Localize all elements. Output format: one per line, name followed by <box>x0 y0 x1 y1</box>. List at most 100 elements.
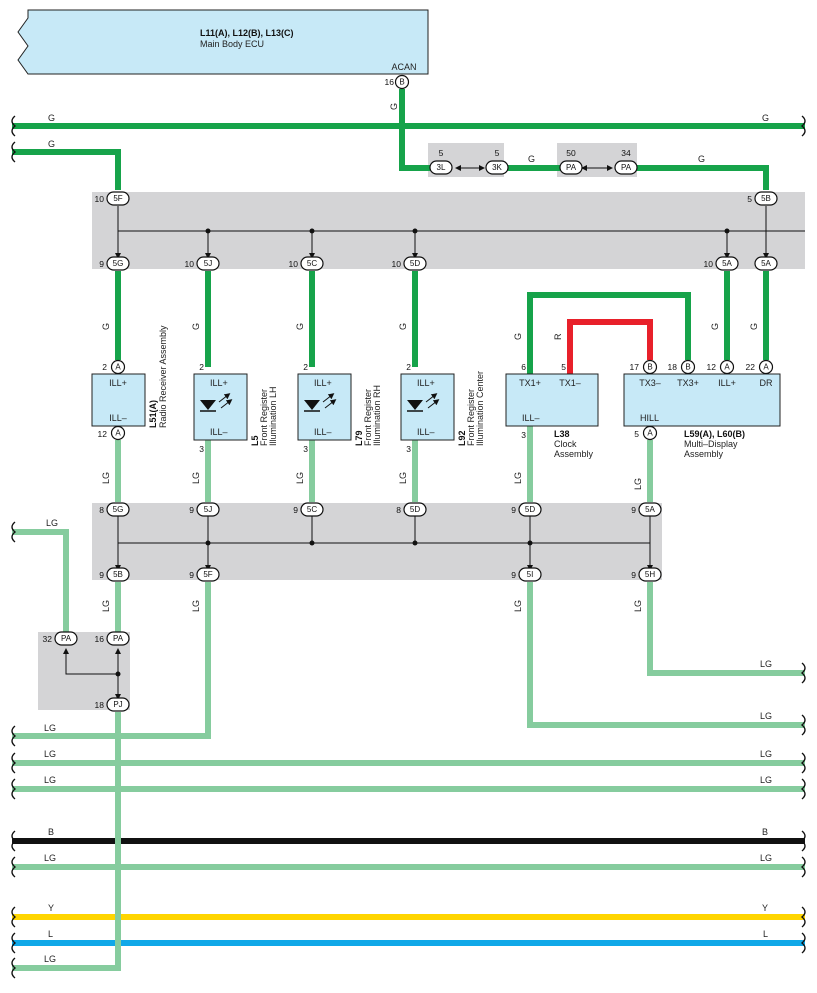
jc-d-no: 34 <box>621 148 631 158</box>
l59-tx3m-pin-number: 17 <box>630 362 640 372</box>
wire-label: L <box>48 929 53 939</box>
lj-in-3-id: 5D <box>410 505 420 514</box>
l51-pin-ill-plus: ILL+ <box>109 378 127 388</box>
l59-pin-tx3-minus: TX3– <box>639 378 661 388</box>
uj-left-in-id: 5F <box>113 194 122 203</box>
sj-a-id: PA <box>61 634 72 643</box>
wire-break-marks <box>11 115 806 979</box>
wire-label: L <box>763 929 768 939</box>
jc-a-no: 5 <box>439 148 444 158</box>
lj-out-3-id: 5H <box>645 570 655 579</box>
jc-d-id: PA <box>621 163 632 172</box>
wire-label: LG <box>760 659 772 669</box>
l92-name-2: Illumination Center <box>475 371 485 446</box>
wire-label: G <box>389 103 399 110</box>
uj-out-4-no: 10 <box>704 259 714 269</box>
l38-pin-ill-minus: ILL– <box>522 413 540 423</box>
l51-name: Radio Receiver Assembly <box>158 325 168 428</box>
wire-label: G <box>710 323 720 330</box>
l5-name-2: Illumination LH <box>268 386 278 446</box>
l38-name-1: Clock <box>554 439 577 449</box>
component-l59: TX3– TX3+ ILL+ DR HILL L59(A), L60(B) Mu… <box>623 373 781 459</box>
uj-right-in-no: 5 <box>747 194 752 204</box>
uj-right-in-id: 5B <box>761 194 771 203</box>
l38-pin-tx1-minus: TX1– <box>559 378 581 388</box>
connector-ids: B A A B B A A A 5F 5B 5G 5J 5C 5D 5A 5A … <box>61 78 772 710</box>
jc-a-id: 3L <box>437 163 446 172</box>
wire-label: G <box>398 323 408 330</box>
junction-dots <box>115 228 730 677</box>
l38-ill-pin-number: 3 <box>521 430 526 440</box>
lower-junction-block <box>92 503 662 580</box>
l51-top-pin-number: 2 <box>102 362 107 372</box>
uj-out-2-no: 10 <box>289 259 299 269</box>
l59-pin-dr: DR <box>760 378 773 388</box>
lj-in-4-id: 5D <box>525 505 535 514</box>
lj-in-0-no: 8 <box>99 505 104 515</box>
uj-out-3-no: 10 <box>392 259 402 269</box>
sj-b-no: 16 <box>95 634 105 644</box>
wire-label: G <box>191 323 201 330</box>
uj-out-4-id: 5A <box>722 259 732 268</box>
wire-label: LG <box>513 472 523 484</box>
wire-label: LG <box>760 711 772 721</box>
component-l79: ILL+ ILL– L79 Front Register Illuminatio… <box>297 373 382 446</box>
component-l38: TX1+ TX1– ILL– L38 Clock Assembly <box>505 373 599 459</box>
lj-in-5-id: 5A <box>645 505 655 514</box>
wire-label: G <box>295 323 305 330</box>
jc-b-no: 5 <box>495 148 500 158</box>
wire-label: R <box>553 333 563 340</box>
wire-label: G <box>48 139 55 149</box>
wire-label: LG <box>513 600 523 612</box>
lj-out-2-id: 5I <box>527 570 534 579</box>
l5-top-pin-number: 2 <box>199 362 204 372</box>
wire-label: G <box>528 154 535 164</box>
jc-c-id: PA <box>566 163 577 172</box>
jc-c-no: 50 <box>566 148 576 158</box>
l38-pin-tx1-plus: TX1+ <box>519 378 541 388</box>
wire-label: Y <box>48 903 54 913</box>
component-l5: ILL+ ILL– L5 Front Register Illumination… <box>193 373 278 446</box>
l51-code: L51(A) <box>148 400 158 428</box>
lj-out-3-no: 9 <box>631 570 636 580</box>
l92-code: L92 <box>457 430 467 446</box>
wire-label: LG <box>101 472 111 484</box>
l51-top-connector-id: A <box>115 363 121 372</box>
l5-code: L5 <box>250 435 260 446</box>
wire-label: LG <box>101 600 111 612</box>
l92-pin-ill-plus: ILL+ <box>417 378 435 388</box>
wire-label: LG <box>44 775 56 785</box>
wire-label: LG <box>44 954 56 964</box>
wire-label: LG <box>633 600 643 612</box>
uj-out-1-id: 5J <box>204 259 212 268</box>
wire-label: G <box>101 323 111 330</box>
l5-bottom-pin-number: 3 <box>199 444 204 454</box>
l51-pin-ill-minus: ILL– <box>109 413 127 423</box>
l59-dr-pin-number: 22 <box>746 362 756 372</box>
wire-label: G <box>762 113 769 123</box>
l79-name-1: Front Register <box>363 389 373 446</box>
ecu-pin-number: 16 <box>385 77 395 87</box>
main-body-ecu: L11(A), L12(B), L13(C) Main Body ECU ACA… <box>17 9 429 75</box>
l59-dr-connector-id: A <box>763 363 769 372</box>
ecu-title: L11(A), L12(B), L13(C) <box>200 28 294 38</box>
wire-label: Y <box>762 903 768 913</box>
wire-label: G <box>749 323 759 330</box>
l51-bottom-pin-number: 12 <box>98 429 108 439</box>
wire-label: LG <box>191 472 201 484</box>
l59-code: L59(A), L60(B) <box>684 429 745 439</box>
l92-name-1: Front Register <box>466 389 476 446</box>
uj-out-2-id: 5C <box>307 259 317 268</box>
uj-left-in-no: 10 <box>95 194 105 204</box>
lj-in-3-no: 8 <box>396 505 401 515</box>
l59-tx3p-connector-id: B <box>685 363 690 372</box>
l38-code: L38 <box>554 429 570 439</box>
component-pin-numbers: 16 2 12 2 3 2 3 2 3 6 5 3 17 18 12 22 5 <box>98 77 756 454</box>
sj-a-no: 32 <box>43 634 53 644</box>
lj-out-0-id: 5B <box>113 570 123 579</box>
lj-in-1-no: 9 <box>189 505 194 515</box>
wire-label: LG <box>44 853 56 863</box>
lj-out-1-no: 9 <box>189 570 194 580</box>
l5-pin-ill-plus: ILL+ <box>210 378 228 388</box>
connector-ovals <box>54 74 778 712</box>
